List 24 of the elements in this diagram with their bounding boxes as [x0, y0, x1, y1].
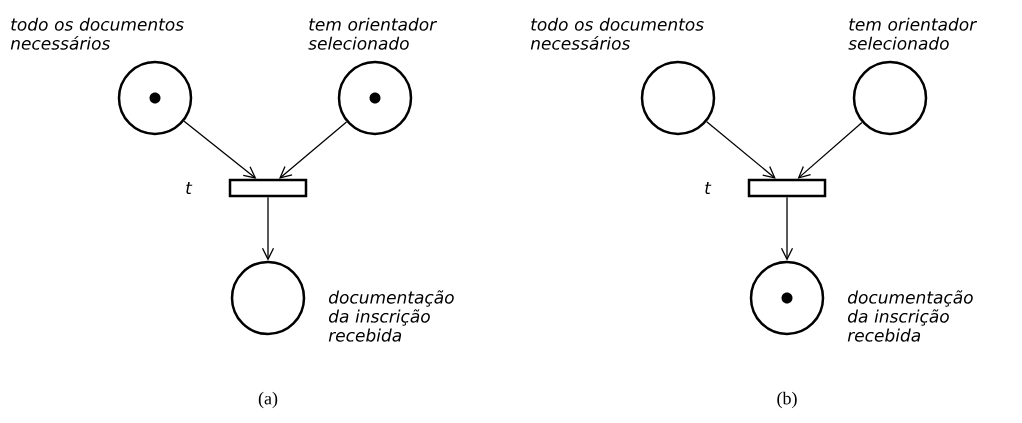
- place-label: todo os documentos necessários: [10, 17, 184, 50]
- transition-bar: [228, 178, 308, 198]
- place-label: tem orientador selecionado: [308, 17, 438, 50]
- place-label: documentação da inscrição recebida: [328, 290, 454, 342]
- transition-label: t: [186, 182, 193, 194]
- caption-label: (b): [777, 391, 797, 409]
- arrow: [797, 121, 863, 179]
- arrow: [279, 121, 348, 179]
- caption-label: (a): [258, 391, 278, 409]
- place-label: todo os documentos necessários: [530, 17, 704, 50]
- place-label: documentação da inscrição recebida: [847, 290, 973, 342]
- arrow: [261, 196, 275, 261]
- arrow: [706, 121, 776, 179]
- place-circle: [337, 60, 413, 136]
- transition-label: t: [705, 182, 712, 194]
- place-circle: [852, 60, 928, 136]
- place-circle: [230, 260, 306, 336]
- place-circle: [640, 60, 716, 136]
- place-label: tem orientador selecionado: [848, 17, 978, 50]
- transition-bar: [747, 178, 827, 198]
- place-circle: [749, 260, 825, 336]
- arrow: [183, 120, 257, 179]
- arrow: [780, 196, 794, 261]
- place-circle: [117, 60, 193, 136]
